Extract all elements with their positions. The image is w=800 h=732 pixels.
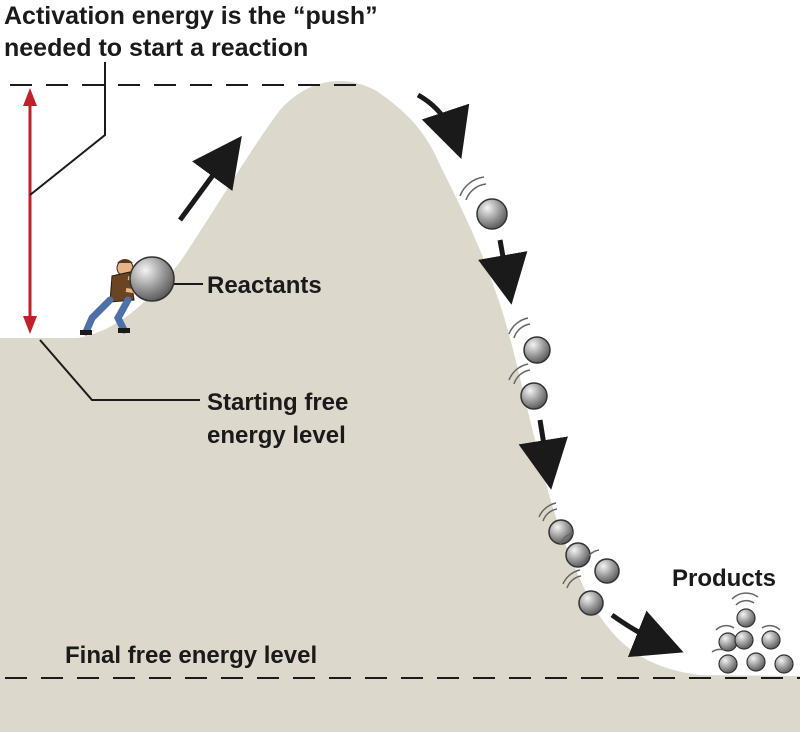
rolling-balls bbox=[459, 176, 620, 616]
product-balls bbox=[711, 592, 794, 674]
downhill-arrow-4 bbox=[610, 610, 684, 658]
downhill-arrow-1 bbox=[416, 92, 470, 159]
rolling-ball bbox=[584, 549, 620, 584]
rolling-ball bbox=[508, 317, 551, 364]
title-line-1: Activation energy is the “push” bbox=[4, 2, 378, 30]
products-label: Products bbox=[672, 565, 776, 592]
title-line-2: needed to start a reaction bbox=[4, 34, 308, 62]
downhill-arrow-3 bbox=[518, 419, 568, 490]
rolling-ball bbox=[562, 569, 604, 616]
starting-level-label-line-2: energy level bbox=[207, 422, 346, 449]
rolling-ball bbox=[508, 363, 548, 410]
reactants-label: Reactants bbox=[207, 272, 322, 299]
rolling-ball bbox=[459, 176, 508, 230]
activation-energy-arrow bbox=[23, 88, 37, 334]
downhill-arrow-2 bbox=[478, 239, 528, 305]
uphill-arrow bbox=[177, 135, 242, 222]
title-leader-line bbox=[29, 62, 106, 196]
starting-level-label-line-1: Starting free bbox=[207, 389, 348, 416]
starting-level-leader-line bbox=[39, 339, 200, 401]
reactant-ball bbox=[129, 256, 175, 302]
energy-hill bbox=[0, 80, 800, 732]
final-level-label: Final free energy level bbox=[65, 642, 317, 669]
